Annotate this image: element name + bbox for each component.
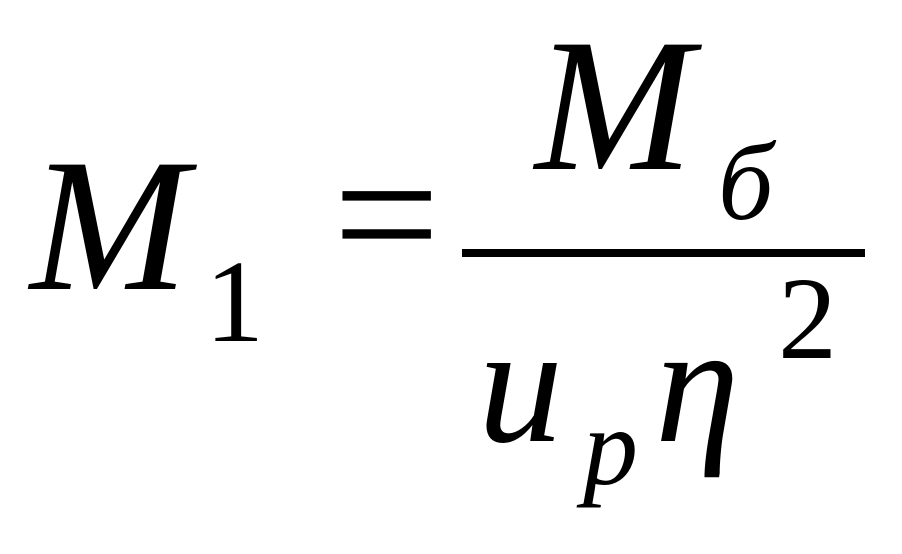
lhs-symbol: M: [30, 121, 189, 331]
numerator-symbol: M: [535, 1, 694, 211]
denominator-u: u: [478, 290, 563, 478]
lhs-subscript: 1: [205, 236, 264, 367]
fraction-bar: [462, 249, 865, 257]
numerator-subscript: б: [718, 121, 774, 243]
equals-sign: =: [333, 110, 441, 320]
denominator-subscript-p: p: [583, 386, 638, 508]
denominator-eta: η: [655, 290, 740, 478]
denominator-superscript: 2: [778, 253, 837, 384]
